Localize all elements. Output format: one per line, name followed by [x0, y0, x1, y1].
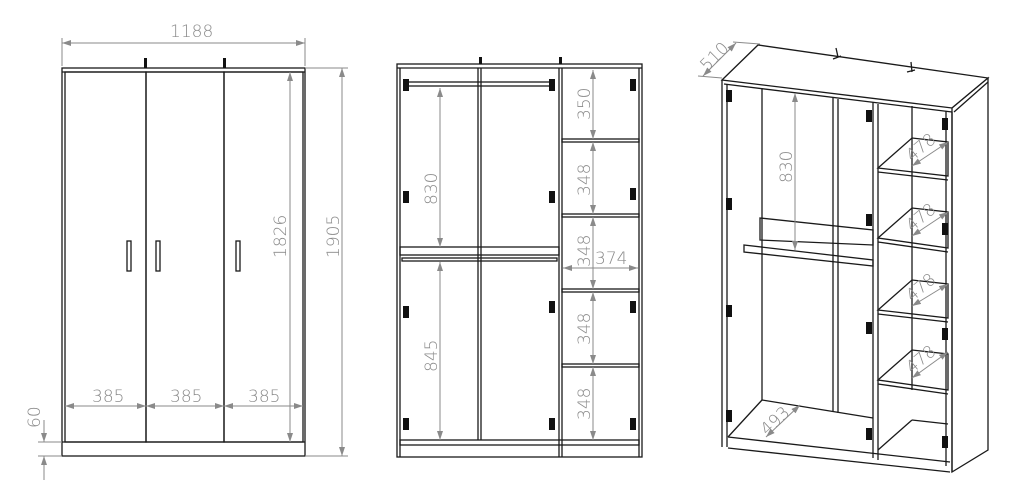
- interior-view: 830 845 350 348 348 348 348 374: [396, 57, 643, 458]
- dim-shelf-height-2: 348: [575, 164, 595, 196]
- door-handle: [126, 240, 132, 272]
- wardrobe-body: [61, 67, 306, 457]
- dim-shelf-depth-4: 478: [902, 342, 940, 378]
- dim-depth: 510: [696, 38, 733, 75]
- dim-upper-hanging: 830: [422, 173, 442, 205]
- dim-shelf-depth-1: 478: [902, 130, 940, 166]
- dim-plinth-height: 60: [25, 406, 45, 428]
- dim-shelf-height-5: 348: [575, 388, 595, 420]
- dim-door-width-1: 385: [92, 387, 124, 407]
- dim-shelf-depth-2: 478: [902, 200, 940, 236]
- dim-shelf-height-4: 348: [575, 313, 595, 345]
- dim-bottom-depth: 493: [757, 403, 794, 440]
- front-view: 1188 1826 1905 385 385 385 60: [25, 22, 348, 480]
- middle-shelf: [399, 246, 560, 256]
- dim-door-width-3: 385: [248, 387, 280, 407]
- dim-shelf-depth-3: 478: [902, 270, 940, 306]
- isometric-view: 510 830 478 478 478 478 493: [696, 38, 990, 474]
- hinge-icons: [403, 79, 636, 430]
- dim-shelf-height-3: 348: [575, 235, 595, 267]
- door-handle: [235, 240, 241, 272]
- hanging-rail-lower: [401, 257, 558, 262]
- dim-overall-width: 1188: [170, 22, 213, 42]
- dim-overall-height: 1905: [324, 215, 344, 258]
- hanging-rail: [743, 244, 874, 267]
- dim-shelf-height-1: 350: [575, 88, 595, 120]
- dim-door-width-2: 385: [170, 387, 202, 407]
- door-handle: [155, 240, 161, 272]
- dim-iso-hanging: 830: [777, 151, 797, 183]
- dim-lower-hanging: 845: [422, 340, 442, 372]
- dim-door-height: 1826: [271, 215, 291, 258]
- dim-shelf-width: 374: [595, 249, 627, 269]
